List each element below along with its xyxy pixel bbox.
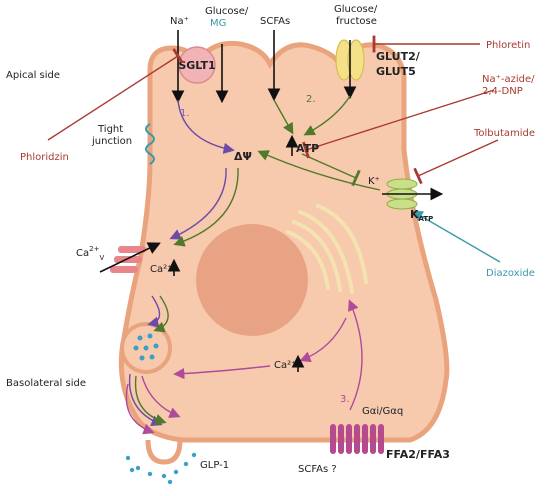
transport-arrows <box>99 30 444 273</box>
glp1-release <box>125 439 197 485</box>
magenta-pathway <box>125 299 363 435</box>
ffa2-ffa3-label: FFA2/FFA3 <box>386 448 450 461</box>
glut2-label: GLUT2/ <box>376 50 421 63</box>
step-2-label: 2. <box>306 94 316 105</box>
purple-pathway <box>128 99 235 426</box>
apical-side-label: Apical side <box>6 70 60 81</box>
scfas-top-label: SCFAs <box>260 16 290 27</box>
golgi-apparatus <box>286 204 368 294</box>
cav-label: Ca2+V <box>76 245 104 262</box>
phloretin-label: Phloretin <box>486 40 530 51</box>
phloridzin-label: Phloridzin <box>20 152 69 163</box>
tolbutamide-label: Tolbutamide <box>473 128 535 139</box>
ca-upper-label: Ca²⁺ <box>150 264 172 275</box>
step-3-label: 3. <box>340 394 350 405</box>
green-pathway <box>134 95 381 425</box>
scfas-bottom-label: SCFAs ? <box>298 464 337 475</box>
tight-label: Tight <box>97 124 123 135</box>
diazoxide-arrow <box>411 210 501 263</box>
delta-psi-label: ΔΨ <box>234 150 252 163</box>
glp1-label: GLP-1 <box>200 460 229 471</box>
glucose2-label: Glucose/ <box>334 4 378 15</box>
diazoxide-label: Diazoxide <box>486 268 535 279</box>
glut5-label: GLUT5 <box>376 65 416 78</box>
fructose-label: fructose <box>336 16 377 27</box>
nucleus <box>196 224 308 336</box>
tight-junction <box>145 123 155 165</box>
dnp-label: 2,4-DNP <box>482 86 523 97</box>
glucose-label: Glucose/ <box>205 6 249 17</box>
sglt1-label: SGLT1 <box>178 59 215 72</box>
k-label: K⁺ <box>368 176 380 187</box>
junction-label: junction <box>91 136 132 147</box>
gai-gaq-label: Gαi/Gαq <box>362 406 403 417</box>
glut-transporter <box>335 39 365 81</box>
ffa-receptor <box>330 424 384 454</box>
mg-label: MG <box>210 18 226 29</box>
katp-label: KATP <box>410 208 433 223</box>
inhibitor-lines <box>47 35 499 185</box>
basolateral-side-label: Basolateral side <box>6 378 86 389</box>
ca-lower-label: Ca²⁺ <box>274 360 296 371</box>
sglt1-transporter <box>178 46 216 84</box>
na-azide-label: Na⁺-azide/ <box>482 74 535 85</box>
secretory-vesicle <box>120 322 172 374</box>
atp-label: ATP <box>296 142 319 155</box>
na-label: Na⁺ <box>170 16 189 27</box>
step-1-label: 1. <box>180 108 190 119</box>
